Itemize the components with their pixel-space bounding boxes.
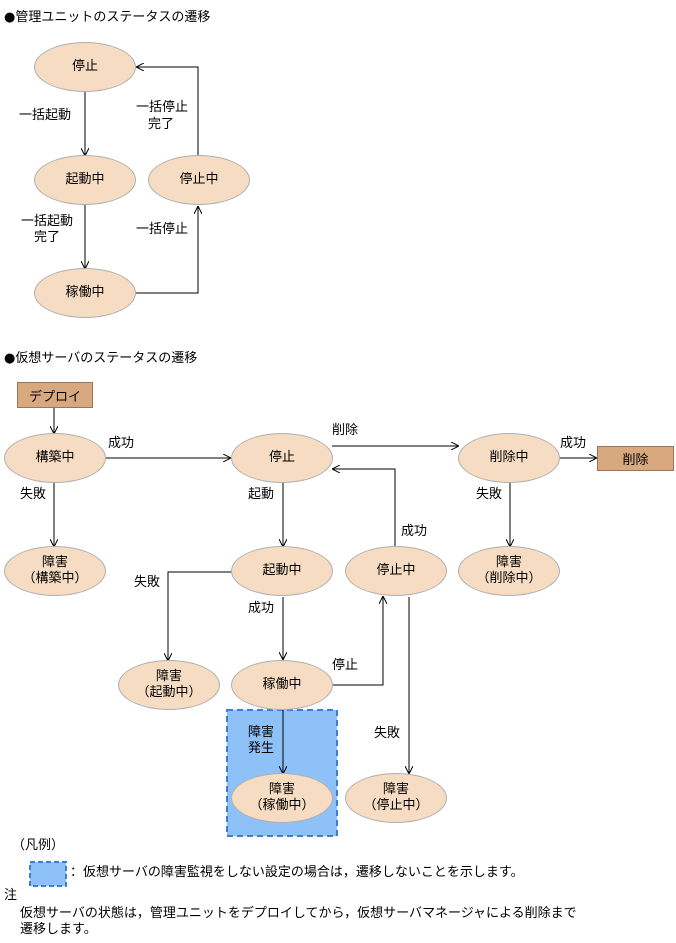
vs-node-stopped: 停止 — [231, 433, 333, 483]
vs-label-success-start: 成功 — [248, 601, 275, 616]
vs-node-building: 構築中 — [4, 433, 106, 483]
note-line2: 遷移します。 — [20, 922, 97, 937]
vs-node-fault-building: 障害 （構築中） — [4, 546, 106, 596]
fault-stopping-line1: 障害 — [382, 782, 409, 797]
mu-label-bulk-start: 一括起動 — [19, 108, 72, 123]
fault-starting-line2: （起動中） — [136, 685, 202, 700]
vs-label-start: 起動 — [248, 487, 275, 502]
vs-node-fault-starting: 障害 （起動中） — [118, 660, 220, 710]
vs-label-success-delete: 成功 — [560, 436, 587, 451]
vs-label-fault-occur-1: 障害 — [248, 725, 275, 740]
mu-node-stopping: 停止中 — [148, 155, 250, 205]
mu-node-running: 稼働中 — [34, 268, 136, 318]
vs-node-fault-stopping: 障害 （停止中） — [345, 773, 447, 823]
mu-label-bulk-start-done-1: 一括起動 — [21, 214, 74, 229]
vs-label-fault-occur-2: 発生 — [248, 741, 275, 756]
vs-label-fail-start: 失敗 — [134, 575, 161, 590]
management-unit-heading: ●管理ユニットのステータスの遷移 — [4, 10, 211, 25]
legend-title: （凡例） — [12, 838, 65, 853]
deploy-box: デプロイ — [17, 382, 93, 408]
fault-stopping-line2: （停止中） — [363, 798, 429, 813]
note-line1: 仮想サーバの状態は，管理ユニットをデプロイしてから，仮想サーバマネージャによる削… — [20, 906, 577, 921]
mu-label-bulk-stop-done-2: 完了 — [148, 117, 175, 132]
virtual-server-heading: ●仮想サーバのステータスの遷移 — [4, 351, 198, 366]
mu-node-stopped: 停止 — [34, 42, 136, 92]
legend-text: ：仮想サーバの障害監視をしない設定の場合は，遷移しないことを示します。 — [70, 865, 524, 880]
vs-label-fail-stop: 失敗 — [374, 726, 401, 741]
fault-running-line2: （稼働中） — [249, 798, 315, 813]
mu-node-starting: 起動中 — [34, 155, 136, 205]
vs-label-stop: 停止 — [332, 658, 359, 673]
delete-box: 削除 — [597, 446, 674, 471]
vs-label-fail-delete: 失敗 — [476, 487, 503, 502]
fault-deleting-line2: （削除中） — [476, 571, 542, 586]
mu-label-bulk-stop-done-1: 一括停止 — [136, 100, 189, 115]
vs-label-delete: 削除 — [332, 423, 359, 438]
vs-node-fault-deleting: 障害 （削除中） — [458, 546, 560, 596]
mu-label-bulk-stop: 一括停止 — [136, 222, 189, 237]
vs-node-deleting: 削除中 — [458, 433, 560, 483]
fault-starting-line1: 障害 — [155, 669, 182, 684]
vs-label-success-build: 成功 — [108, 436, 135, 451]
fault-deleting-line1: 障害 — [495, 555, 522, 570]
mu-label-bulk-start-done-2: 完了 — [34, 230, 61, 245]
vs-label-success-stop: 成功 — [401, 524, 428, 539]
vs-node-stopping: 停止中 — [345, 546, 447, 596]
legend-swatch — [29, 861, 67, 887]
vs-label-fail-build: 失敗 — [20, 487, 47, 502]
fault-building-line2: （構築中） — [22, 571, 88, 586]
note-title: 注 — [4, 888, 18, 903]
fault-running-line1: 障害 — [268, 782, 295, 797]
fault-building-line1: 障害 — [41, 555, 68, 570]
vs-node-starting: 起動中 — [231, 546, 333, 596]
vs-node-running: 稼働中 — [231, 660, 333, 710]
vs-node-fault-running: 障害 （稼働中） — [231, 773, 333, 823]
